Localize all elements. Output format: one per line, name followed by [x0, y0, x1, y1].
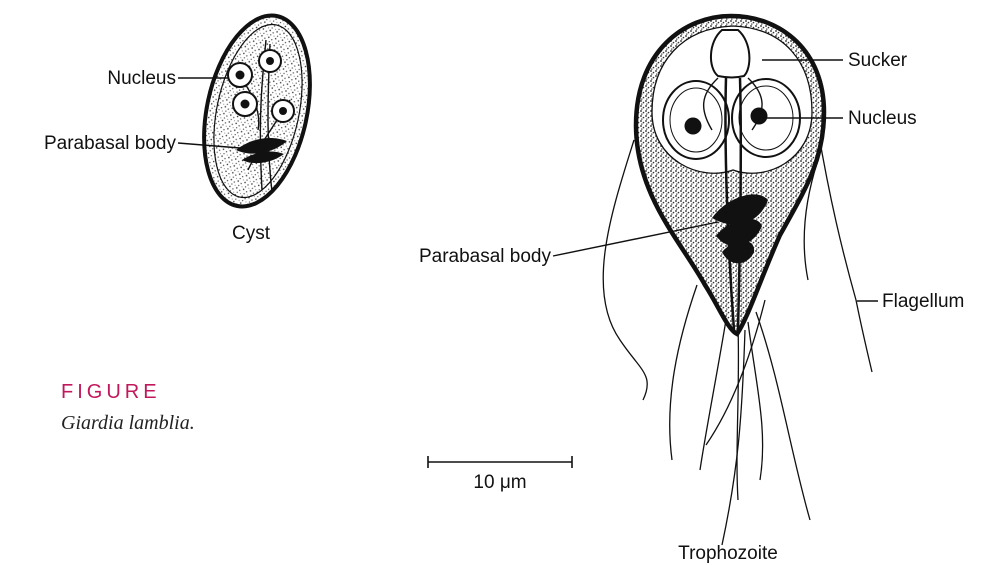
sucker-label: Sucker: [848, 50, 908, 71]
cyst-parabasal-label: Parabasal body: [44, 133, 177, 154]
scale-bar-label: 10 μm: [473, 472, 526, 493]
scale-bar: 10 μm: [428, 456, 572, 493]
figure-caption-text: Giardia lamblia.: [61, 412, 195, 434]
cyst-caption: Cyst: [232, 223, 271, 244]
trophozoite-nucleolus-left: [685, 118, 702, 135]
cyst-nucleus: [233, 92, 257, 116]
cyst-nucleus: [272, 100, 294, 122]
cyst-illustration: Nucleus Parabasal body Cyst: [44, 6, 326, 244]
trophozoite-median-organelle: [711, 30, 749, 78]
trophozoite-caption: Trophozoite: [678, 543, 778, 564]
figure-caption-title: FIGURE: [61, 381, 161, 403]
cyst-nucleus: [259, 50, 281, 72]
cyst-nucleus-label: Nucleus: [107, 68, 176, 89]
flagellum-label: Flagellum: [882, 291, 964, 312]
cyst-nucleus: [228, 63, 252, 87]
figure-caption: FIGURE Giardia lamblia.: [61, 381, 195, 434]
trophozoite-nucleus-label: Nucleus: [848, 108, 917, 129]
trophozoite-parabasal-label: Parabasal body: [419, 246, 552, 267]
